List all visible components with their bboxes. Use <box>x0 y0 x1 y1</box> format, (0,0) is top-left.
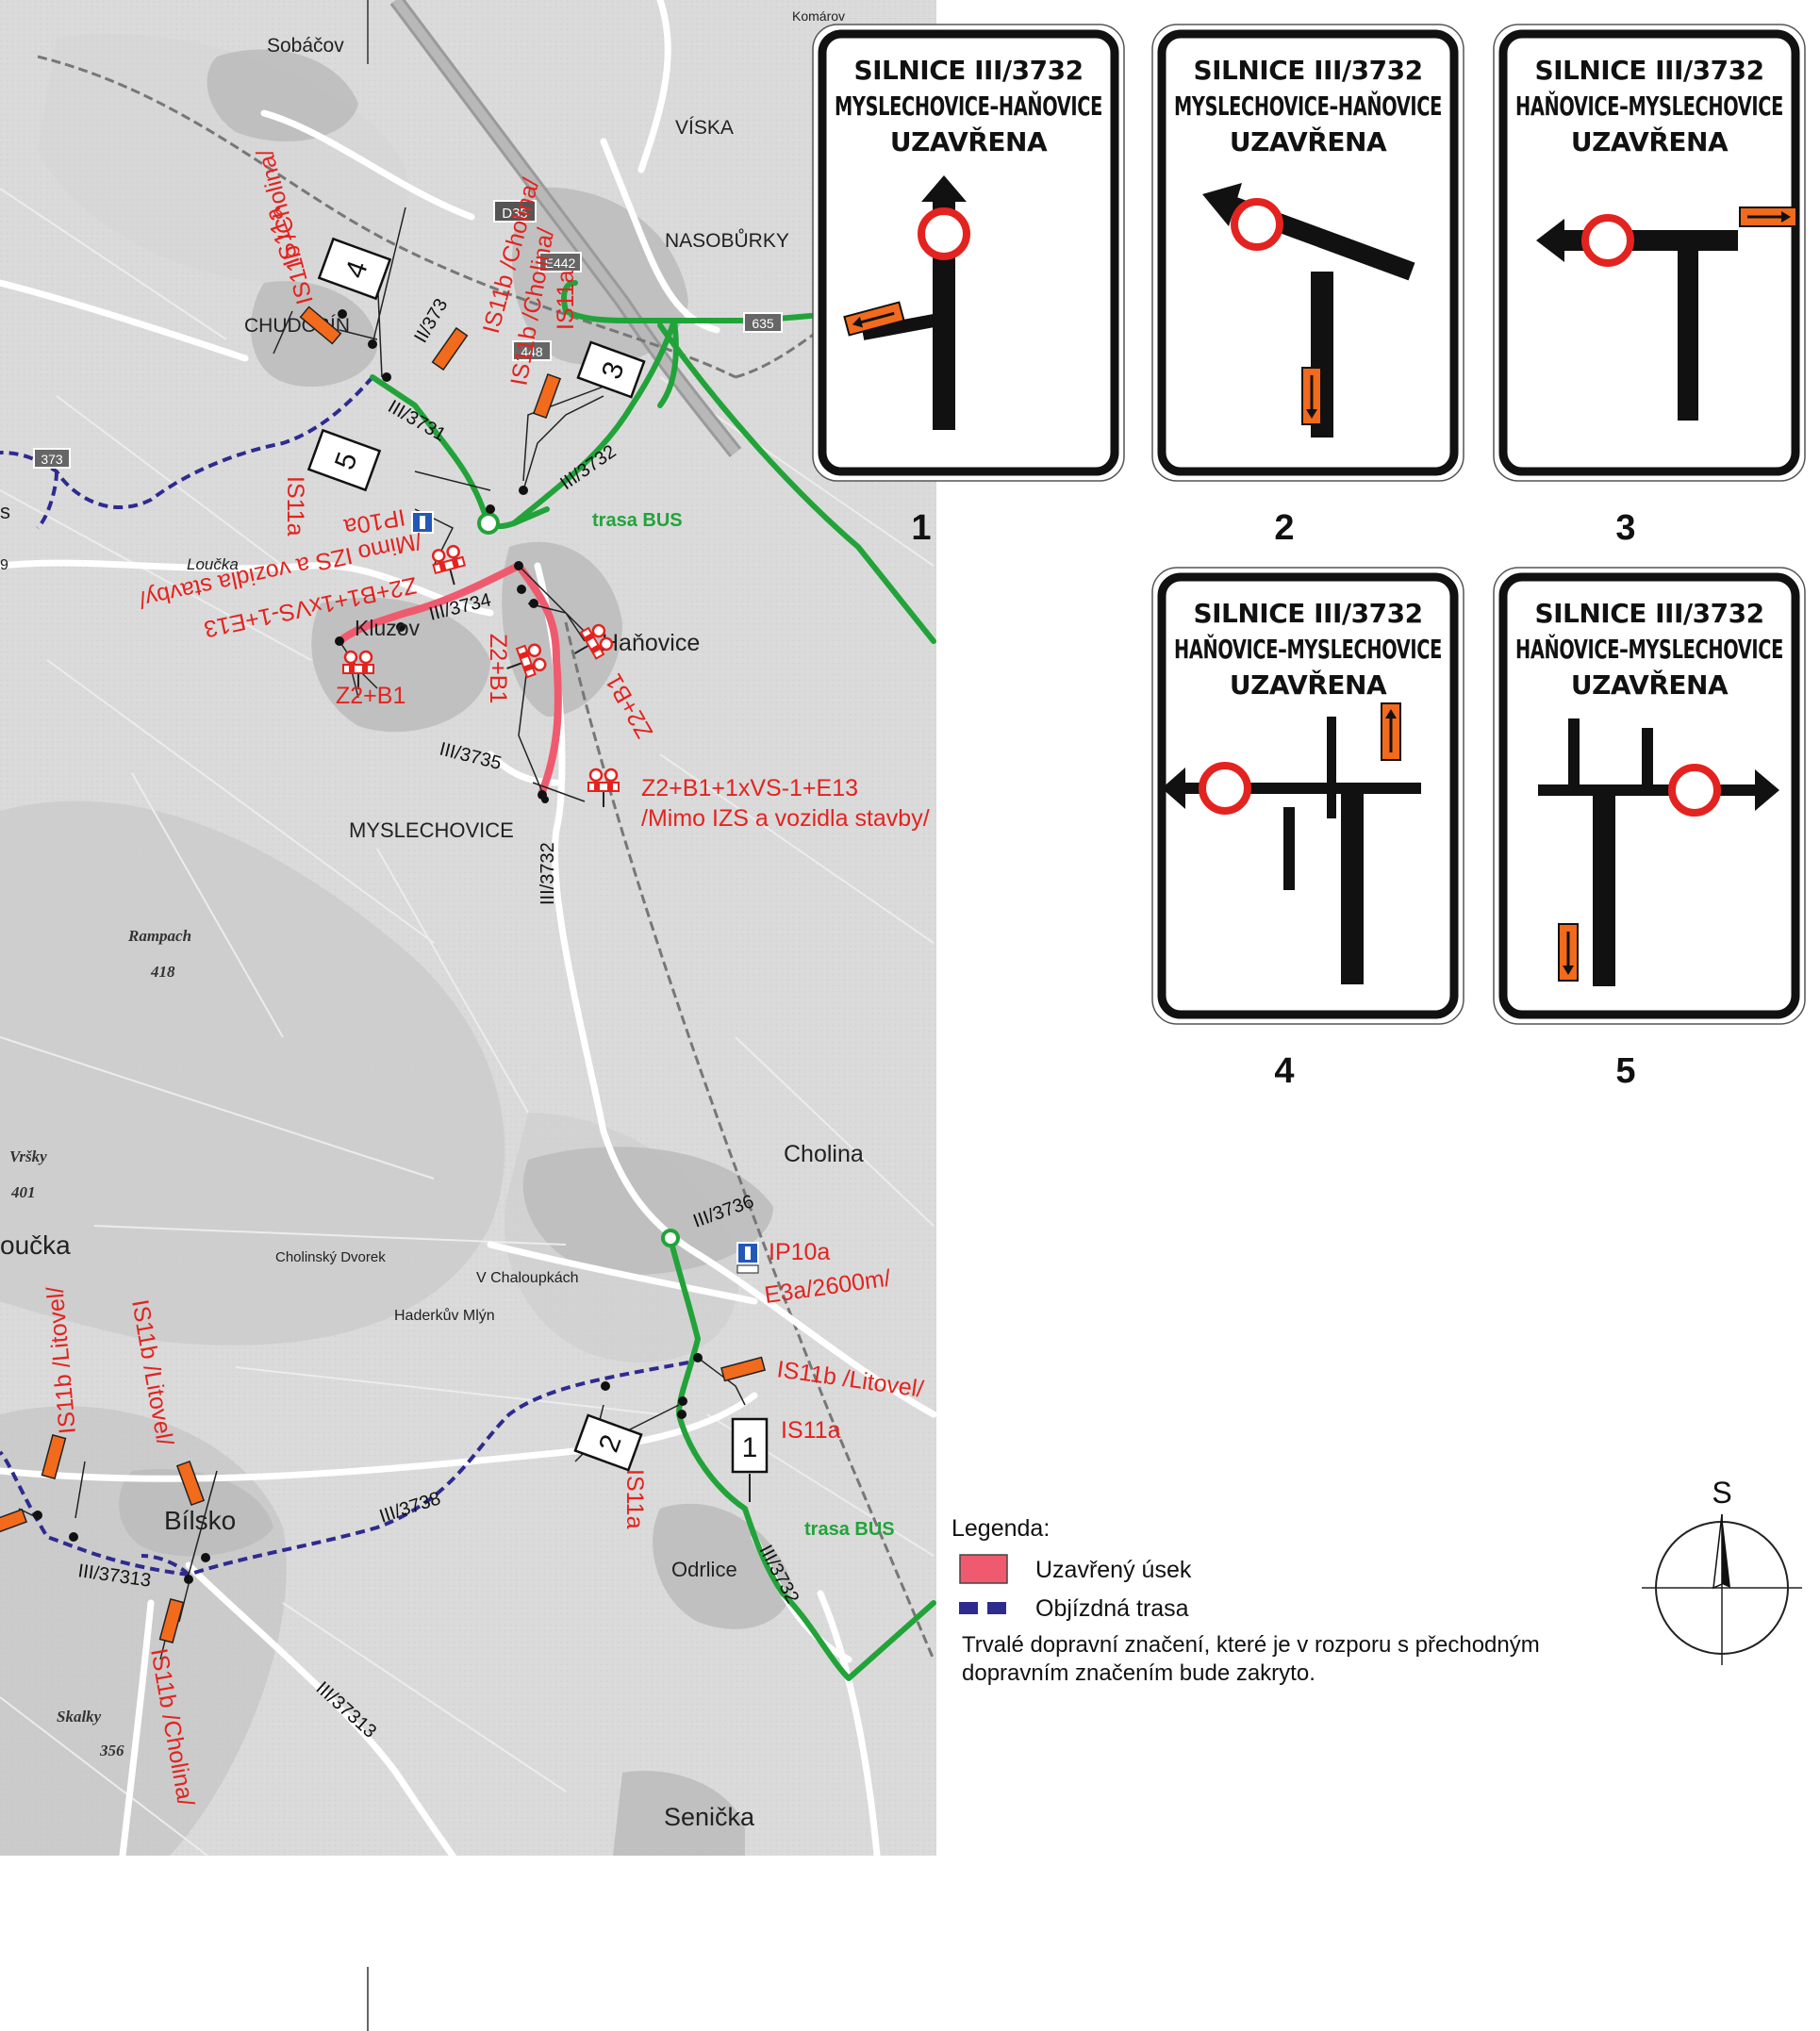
sign-text-line-2: MYSLECHOVICE–HAŇOVICE <box>835 90 1102 122</box>
label-bus-top: trasa BUS <box>592 510 683 531</box>
label-is11a-left: IS11a <box>282 476 308 537</box>
svg-text:373: 373 <box>41 452 63 467</box>
sign-text-line-3: UZAVŘENA <box>1571 669 1729 701</box>
sign-text-line-3: UZAVŘENA <box>1230 669 1387 701</box>
place-edge-9: 9 <box>0 557 8 573</box>
map-sign-box-3: 3 <box>576 340 646 399</box>
closure-sign-1: SILNICE III/3732MYSLECHOVICE–HAŇOVICEUZA… <box>812 24 1125 548</box>
hill-skalky-height: 356 <box>99 1742 124 1759</box>
map-sign-box-1: 1 <box>731 1417 769 1502</box>
place-nasoburky: NASOBŮRKY <box>665 229 789 252</box>
svg-text:D35: D35 <box>502 206 528 222</box>
sign-text-line-2: HAŇOVICE–MYSLECHOVICE <box>1174 633 1442 665</box>
place-myslechovice: MYSLECHOVICE <box>349 818 514 842</box>
sign-text-line-1: SILNICE III/3732 <box>1193 55 1422 86</box>
sign-text-line-1: SILNICE III/3732 <box>1534 598 1763 629</box>
sign-number: 1 <box>911 508 931 548</box>
map-sign-box-2: 2 <box>573 1413 643 1472</box>
place-komarov: Komárov <box>792 8 845 24</box>
compass-icon: S <box>1642 1476 1802 1665</box>
sign-text-line-2: HAŇOVICE–MYSLECHOVICE <box>1515 90 1783 122</box>
place-edge-s: s <box>0 500 10 523</box>
hill-rampach: Rampach <box>127 927 191 945</box>
place-haderkuv-mlyn: Haderkův Mlýn <box>394 1307 495 1324</box>
legend-closed-swatch <box>959 1554 1008 1584</box>
legend: Legenda: Uzavřený úsek Objízdná trasa Tr… <box>951 1515 1540 1686</box>
hill-skalky: Skalky <box>57 1708 102 1726</box>
label-ip10a-bottom: IP10a <box>769 1239 830 1265</box>
map-sign-box-4: 4 <box>317 237 392 301</box>
place-v-chaloupkach: V Chaloupkách <box>476 1270 579 1286</box>
closure-sign-2: SILNICE III/3732MYSLECHOVICE–HAŇOVICEUZA… <box>1151 24 1464 548</box>
place-oucka: oučka <box>0 1230 71 1260</box>
road-shield-d35: D35 <box>493 200 537 223</box>
legend-note-line-1: Trvalé dopravní značení, které je v rozp… <box>962 1632 1540 1658</box>
place-senicka: Senička <box>664 1803 755 1831</box>
svg-text:635: 635 <box>752 316 774 331</box>
sign-number: 2 <box>1274 508 1294 548</box>
sign-text-line-1: SILNICE III/3732 <box>853 55 1083 86</box>
place-cholina: Cholina <box>784 1141 864 1167</box>
ip10a-sign-icon <box>411 511 434 534</box>
place-hanovice: Haňovice <box>602 630 700 656</box>
label-is11a-right-2: IS11a <box>621 1469 648 1529</box>
svg-text:E442: E442 <box>545 256 576 271</box>
place-cholinsky-dvorek: Cholinský Dvorek <box>275 1249 386 1265</box>
sign-number: 4 <box>1274 1051 1294 1091</box>
legend-closed-label: Uzavřený úsek <box>1035 1557 1192 1583</box>
sign-text-line-2: HAŇOVICE–MYSLECHOVICE <box>1515 633 1783 665</box>
hill-rampach-height: 418 <box>150 963 175 981</box>
label-is11a-right: IS11a <box>781 1417 841 1444</box>
road-shield-448: 448 <box>512 340 552 361</box>
closure-signs: SILNICE III/3732MYSLECHOVICE–HAŇOVICEUZA… <box>812 24 1806 1091</box>
sign-text-line-1: SILNICE III/3732 <box>1534 55 1763 86</box>
sign-text-line-3: UZAVŘENA <box>1571 125 1729 157</box>
label-mimo-bottom: /Mimo IZS a vozidla stavby/ <box>641 805 930 832</box>
road-shield-e442: E442 <box>538 252 582 272</box>
place-loucka: Loučka <box>187 555 239 573</box>
sign-text-line-1: SILNICE III/3732 <box>1193 598 1422 629</box>
legend-note-line-2: dopravním značením bude zakryto. <box>962 1660 1315 1686</box>
ip10a-sign-icon <box>736 1242 759 1274</box>
compass-label: S <box>1712 1476 1731 1510</box>
place-sobacov: Sobáčov <box>267 35 344 57</box>
place-kluzov: Kluzov <box>355 616 421 640</box>
place-bilsko: Bílsko <box>164 1506 236 1535</box>
hill-vrsky-height: 401 <box>10 1183 36 1201</box>
svg-text:1: 1 <box>742 1432 758 1463</box>
label-z2-bottom: Z2+B1+1xVS-1+E13 <box>641 775 858 801</box>
sign-text-line-2: MYSLECHOVICE–HAŇOVICE <box>1174 90 1442 122</box>
legend-detour-swatch <box>959 1602 978 1614</box>
label-z2b1-mid: Z2+B1 <box>485 634 511 703</box>
svg-text:448: 448 <box>521 344 543 359</box>
place-odrlice: Odrlice <box>671 1558 737 1581</box>
sign-number: 3 <box>1615 508 1635 548</box>
label-bus-bottom: trasa BUS <box>804 1519 895 1540</box>
label-is11a-small: IS11a <box>553 270 579 330</box>
map-sign-box-5: 5 <box>306 428 382 492</box>
map-area: D35 E442 635 373 448 Sobáčov Komárov VÍS… <box>0 0 937 1859</box>
place-viska: VÍSKA <box>675 117 734 139</box>
hill-vrsky: Vršky <box>9 1148 47 1165</box>
sign-number: 5 <box>1615 1051 1635 1091</box>
legend-title: Legenda: <box>951 1515 1050 1542</box>
closure-sign-3: SILNICE III/3732HAŇOVICE–MYSLECHOVICEUZA… <box>1493 24 1806 548</box>
road-shield-635: 635 <box>743 312 783 333</box>
road-label-3732-mid: III/3732 <box>538 842 558 905</box>
legend-detour-label: Objízdná trasa <box>1035 1595 1189 1622</box>
sign-text-line-3: UZAVŘENA <box>1230 125 1387 157</box>
label-z2b1-left: Z2+B1 <box>336 683 405 709</box>
sign-text-line-3: UZAVŘENA <box>890 125 1048 157</box>
road-shield-373: 373 <box>33 448 71 469</box>
